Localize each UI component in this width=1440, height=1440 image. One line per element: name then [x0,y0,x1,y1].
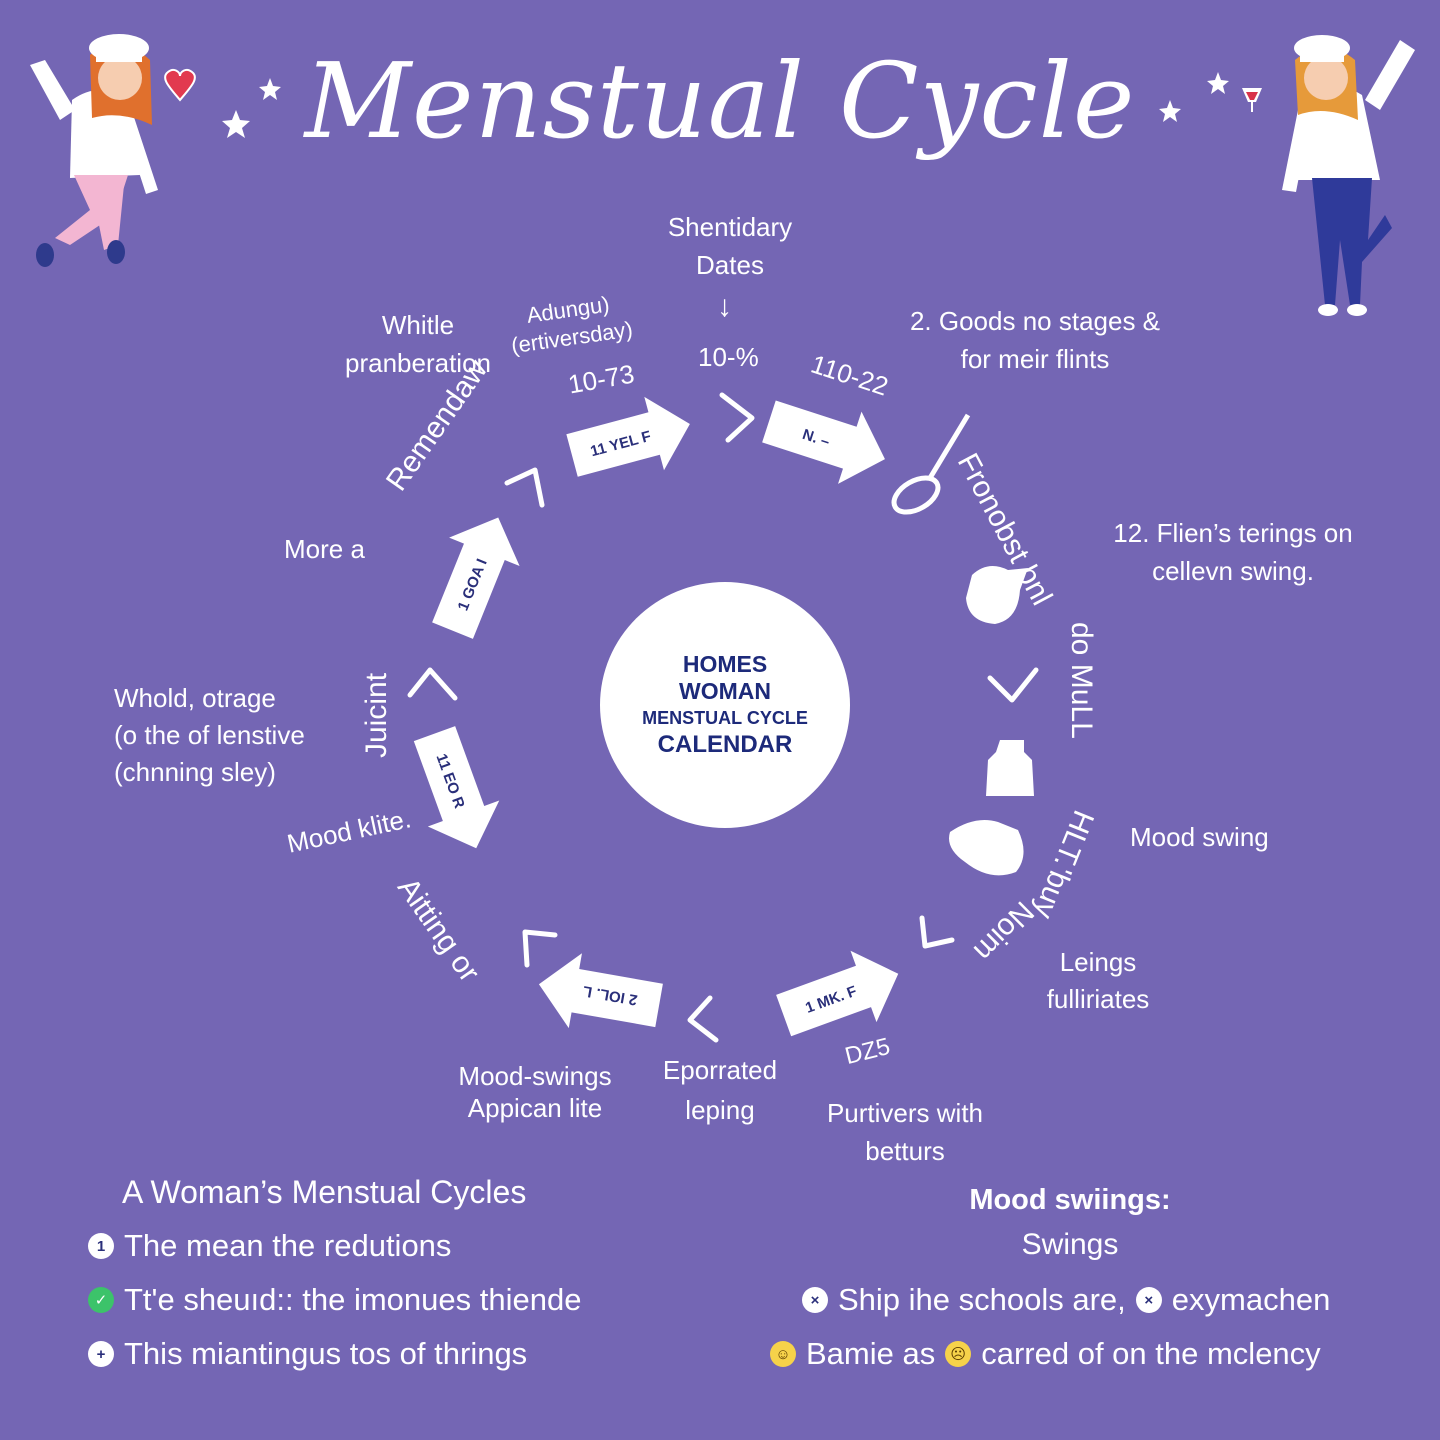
bottom-right-row: × Ship ihe schools are, × eхymachen [802,1282,1330,1318]
close-icon: × [802,1287,828,1313]
sad-face-icon: ☹ [945,1341,972,1367]
label-purtivers: Purtivers with betturs [826,1098,984,1166]
ring-word: do MuLL [1065,622,1098,739]
block-arrow: 2 IOL. L [538,953,663,1029]
chevron-icon [522,929,558,968]
chevron-icon [504,467,545,508]
label-mood-swings-app: Mood-swings Appican lite [458,1061,612,1123]
bottom-right-text: carred of on the mclency [981,1336,1321,1371]
label-leings: Leings fulliriates [1046,947,1150,1014]
leaf-icon [949,819,1024,876]
chevron-icon [719,392,755,443]
bottom-right-row: ☺ Bamie as ☹ carred of on the mclency [770,1336,1321,1372]
bottom-right-subheading: Swings [1021,1228,1119,1261]
star-icon [222,110,250,138]
bottom-left-item: ✓ Tt'e sheuıd:: the imonues thiende [88,1282,581,1318]
chevron-icon [987,667,1039,703]
page-title: Menstual Cycle [304,40,1136,162]
label-mood-swing: Mood swing [1130,822,1269,852]
plus-icon: + [88,1341,114,1367]
down-arrow-icon: ↓ [717,290,732,323]
number-one-icon: 1 [88,1233,114,1259]
smiley-icon: ☺ [770,1341,796,1367]
top-label-dates: Shentidary Dates [667,212,793,280]
jar-icon [986,740,1034,796]
bottom-right-text: Bamie as [806,1336,936,1371]
block-arrows: 11 YEL F N. – 1 GOA I 11 EO R 2 IOL. L 1 MK. … [413,396,899,1037]
bottom-left-item-text: This miantingus tos of thrings [124,1336,528,1371]
label-goods: 2. Goods no stages & for meir flints [909,306,1161,374]
center-line-1: HOMES [682,651,768,677]
chevron-icon [407,667,458,701]
center-line-4: CALENDAR [657,731,793,758]
star-icon [1159,100,1181,122]
whisk-icon [891,413,971,515]
label-whold: Whold, otrage (o the of lenstive (chnnin… [114,683,305,787]
number-label: 10-% [698,342,759,372]
right-woman-figure [1282,35,1415,316]
label-fliens: 12. Flien’s terings on cellevn swing. [1113,518,1353,586]
heart-icon [164,68,196,102]
ring-chevrons [407,392,1039,1043]
chevron-icon [687,995,719,1043]
checkmark-icon: ✓ [88,1287,114,1313]
left-woman-figure [30,34,158,267]
star-icon [1207,72,1229,94]
block-arrow: 11 EO R [413,726,500,849]
block-arrow: 1 GOA I [432,517,520,639]
center-line-2: WOMAN [679,678,771,704]
block-arrow: N. – [762,400,885,484]
label-whitle: Whitle pranberation [345,310,491,378]
bottom-left-item-text: The mean the redutions [124,1228,452,1263]
center-calendar-badge: HOMES WOMAN MENSTUAL CYCLE CALENDAR [600,582,850,828]
ring-word: Juicint [360,672,393,758]
bottom-right-text: eхymachen [1171,1282,1331,1317]
label-eporrated: Eporrated leping [662,1055,778,1125]
bottom-right-text: Ship ihe schools are, [838,1282,1126,1317]
bottom-left-item: + This miantingus tos of thrings [88,1336,527,1372]
center-line-3: MENSTUAL CYCLE [642,708,808,728]
block-arrow: 1 MK. F [776,950,899,1037]
close-icon: × [1135,1287,1162,1313]
wine-glass-icon [1242,88,1262,112]
bottom-left-item: 1 The mean the redutions [88,1228,451,1264]
bottom-right-heading: Mood swiings: [969,1184,1171,1216]
chevron-icon [919,915,955,949]
star-icon [259,78,281,100]
bag-icon [966,566,1028,624]
bottom-left-item-text: Tt'e sheuıd:: the imonues thiende [124,1282,582,1317]
label-more-a: More a [284,534,365,564]
block-arrow: 11 YEL F [566,396,690,477]
bottom-left-heading: A Woman’s Menstual Cycles [122,1174,527,1210]
